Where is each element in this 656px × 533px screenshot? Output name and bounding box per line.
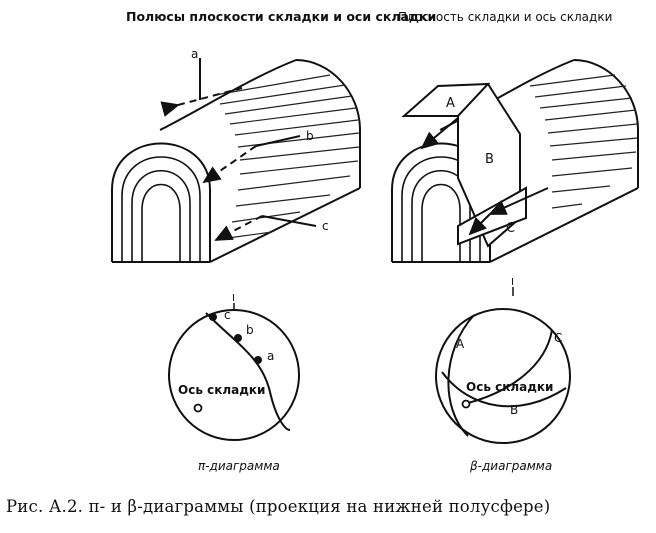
pi-axis-point — [193, 403, 203, 413]
beta-fold-axis-label: Ось складки — [466, 380, 553, 394]
figure-canvas: Полюсы плоскости складки и оси складки П… — [111, 9, 639, 473]
right-block-hatching — [529, 74, 638, 209]
pi-fold-axis-label: Ось складки — [178, 383, 265, 397]
pi-label-c: c — [224, 308, 231, 322]
plane-C-label: C — [506, 221, 515, 236]
left-panel-title: Полюсы плоскости складки и оси складки — [126, 9, 436, 24]
right-planes — [401, 82, 549, 248]
beta-label-A: A — [456, 337, 465, 351]
north-mark-left: I — [232, 293, 235, 304]
north-mark-right: I — [511, 277, 514, 288]
pole-a-label: a — [191, 47, 198, 61]
beta-stereonet — [435, 287, 571, 444]
beta-diagram-caption: β-диаграмма — [469, 459, 552, 473]
right-panel-title: Плоскость складки и ось складки — [398, 10, 612, 24]
plane-B-label: B — [485, 152, 494, 167]
pi-diagram-caption: π-диаграмма — [198, 459, 280, 473]
beta-axis-point — [461, 399, 471, 409]
left-pole-lines — [160, 58, 317, 241]
figure-caption: Рис. А.2. π- и β-диаграммы (проекция на … — [6, 497, 551, 516]
pi-label-b: b — [246, 323, 254, 337]
left-block-hatching — [214, 74, 360, 239]
plane-A-label: A — [446, 96, 455, 111]
beta-label-C: C — [554, 331, 562, 345]
pi-stereonet — [168, 303, 300, 441]
pole-b-label: b — [306, 129, 314, 143]
pi-pole-points — [209, 313, 262, 364]
beta-label-B: B — [510, 403, 518, 417]
pole-c-label: c — [322, 219, 329, 233]
pi-label-a: a — [267, 349, 274, 363]
